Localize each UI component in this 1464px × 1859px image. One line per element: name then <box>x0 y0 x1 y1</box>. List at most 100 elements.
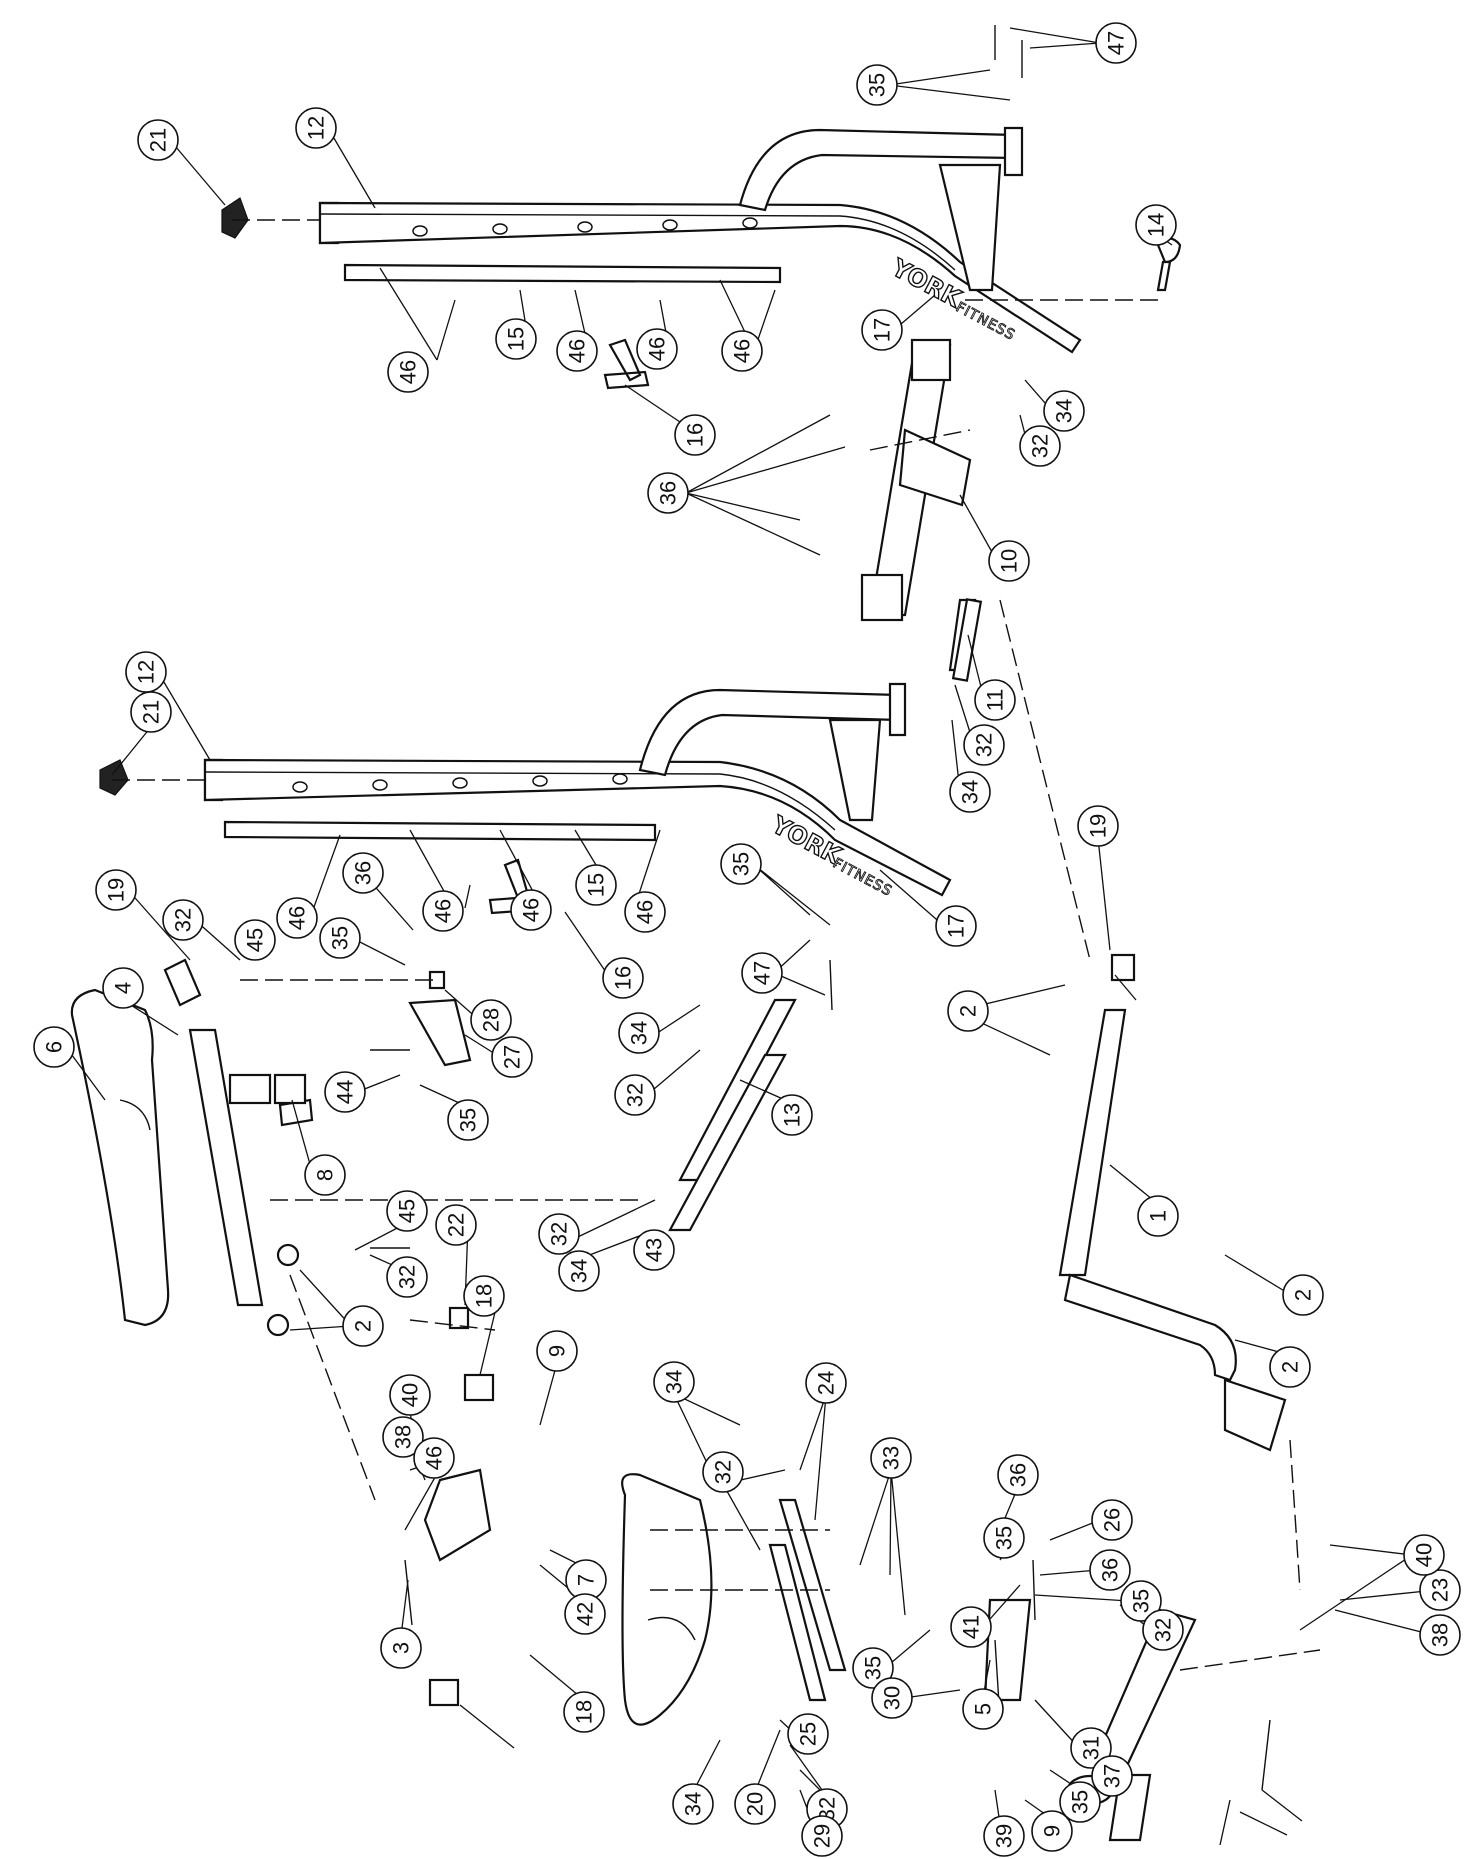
callout-label: 34 <box>627 1021 652 1045</box>
callout-circle <box>558 1250 600 1292</box>
callout-circle <box>563 1691 605 1733</box>
callout-circle <box>787 1713 829 1755</box>
callout-34: 34 <box>1043 390 1085 432</box>
callout-46: 46 <box>556 330 598 372</box>
callout-45: 45 <box>386 1190 428 1232</box>
callout-circle <box>870 1437 912 1479</box>
callout-label: 24 <box>814 1371 839 1395</box>
upright-frame-right: YORK FITNESS <box>318 126 1082 354</box>
callout-label: 20 <box>743 1792 768 1816</box>
leg-pad <box>621 1473 713 1726</box>
callout-label: 35 <box>865 73 890 97</box>
callout-circle <box>33 1026 75 1068</box>
callout-label: 11 <box>983 689 1008 712</box>
callout-34: 34 <box>558 1250 600 1292</box>
callout-circle <box>324 1071 366 1113</box>
slide-bracket <box>860 338 977 672</box>
callout-circle <box>1019 425 1061 467</box>
callout-label: 32 <box>623 1083 648 1107</box>
callout-43: 43 <box>633 1229 675 1271</box>
callout-41: 41 <box>950 1606 992 1648</box>
callout-circle <box>102 967 144 1009</box>
callout-circle <box>1135 204 1177 246</box>
callout-label: 17 <box>944 914 969 938</box>
callout-32: 32 <box>386 1256 428 1298</box>
callout-20: 20 <box>734 1783 776 1825</box>
callout-label: 40 <box>1412 1543 1437 1567</box>
callout-circle <box>734 1783 776 1825</box>
callout-label: 46 <box>285 906 310 930</box>
callout-18: 18 <box>463 1275 505 1317</box>
callout-circle <box>871 1677 913 1719</box>
callout-31: 31 <box>1070 1727 1112 1769</box>
callout-label: 4 <box>111 982 136 994</box>
upright-frame-left: YORK FITNESS <box>203 682 952 900</box>
bolts <box>370 25 1271 1791</box>
callout-label: 1 <box>1146 1210 1171 1222</box>
callout-label: 36 <box>351 861 376 885</box>
callout-32: 32 <box>702 1451 744 1493</box>
callout-circle <box>538 1213 580 1255</box>
callout-circle <box>805 1362 847 1404</box>
callout-label: 19 <box>1086 814 1111 838</box>
callout-circle <box>852 1647 894 1689</box>
gas-cylinder <box>951 598 983 682</box>
callout-2: 2 <box>342 1305 384 1347</box>
callout-label: 32 <box>171 908 196 932</box>
callout-34: 34 <box>672 1783 714 1825</box>
callout-35: 35 <box>1120 1580 1162 1622</box>
cap-block <box>448 1306 470 1330</box>
callout-circle <box>342 852 384 894</box>
callout-label: 15 <box>584 873 609 897</box>
callout-label: 34 <box>681 1792 706 1816</box>
callout-47: 47 <box>741 952 783 994</box>
callout-label: 46 <box>519 898 544 922</box>
callout-label: 35 <box>861 1656 886 1680</box>
callout-circle <box>647 472 689 514</box>
callout-38: 38 <box>1419 1614 1461 1656</box>
callout-circle <box>1120 1580 1162 1622</box>
callout-label: 23 <box>1428 1578 1453 1602</box>
callout-label: 3 <box>389 1642 414 1654</box>
callout-label: 46 <box>422 1446 447 1470</box>
callout-circle <box>947 990 989 1032</box>
callout-label: 34 <box>567 1259 592 1283</box>
callout-label: 32 <box>1151 1618 1176 1642</box>
callout-label: 47 <box>1104 31 1129 55</box>
callout-circle <box>949 771 991 813</box>
callout-label: 36 <box>656 481 681 505</box>
upright-left-holes <box>292 773 628 793</box>
callout-44: 44 <box>324 1071 366 1113</box>
callout-1: 1 <box>1137 1195 1179 1237</box>
callout-label: 46 <box>645 337 670 361</box>
callout-circle <box>997 1454 1039 1496</box>
callout-32: 32 <box>538 1213 580 1255</box>
callout-circle <box>950 1606 992 1648</box>
callout-circle <box>1419 1569 1461 1611</box>
callout-label: 32 <box>395 1265 420 1289</box>
callout-32: 32 <box>162 899 204 941</box>
callout-label: 47 <box>750 961 775 985</box>
callout-circle <box>495 318 537 360</box>
callout-46: 46 <box>624 891 666 933</box>
callout-circle <box>510 889 552 931</box>
seat-bracket <box>278 970 472 1127</box>
callout-label: 5 <box>971 1703 996 1715</box>
callout-label: 35 <box>1129 1589 1154 1613</box>
callout-circle <box>125 651 167 693</box>
callout-circle <box>295 107 337 149</box>
callout-label: 17 <box>870 318 895 342</box>
callout-label: 27 <box>500 1045 525 1069</box>
callout-label: 32 <box>1028 434 1053 458</box>
callout-10: 10 <box>988 540 1030 582</box>
callout-37: 37 <box>1091 1755 1133 1797</box>
callout-label: 18 <box>472 1284 497 1308</box>
callout-label: 41 <box>959 1615 984 1639</box>
callout-34: 34 <box>949 771 991 813</box>
callout-circle <box>962 1688 1004 1730</box>
callout-27: 27 <box>491 1036 533 1078</box>
callout-circle <box>1137 1195 1179 1237</box>
callout-9: 9 <box>1031 1810 1073 1852</box>
callout-6: 6 <box>33 1026 75 1068</box>
